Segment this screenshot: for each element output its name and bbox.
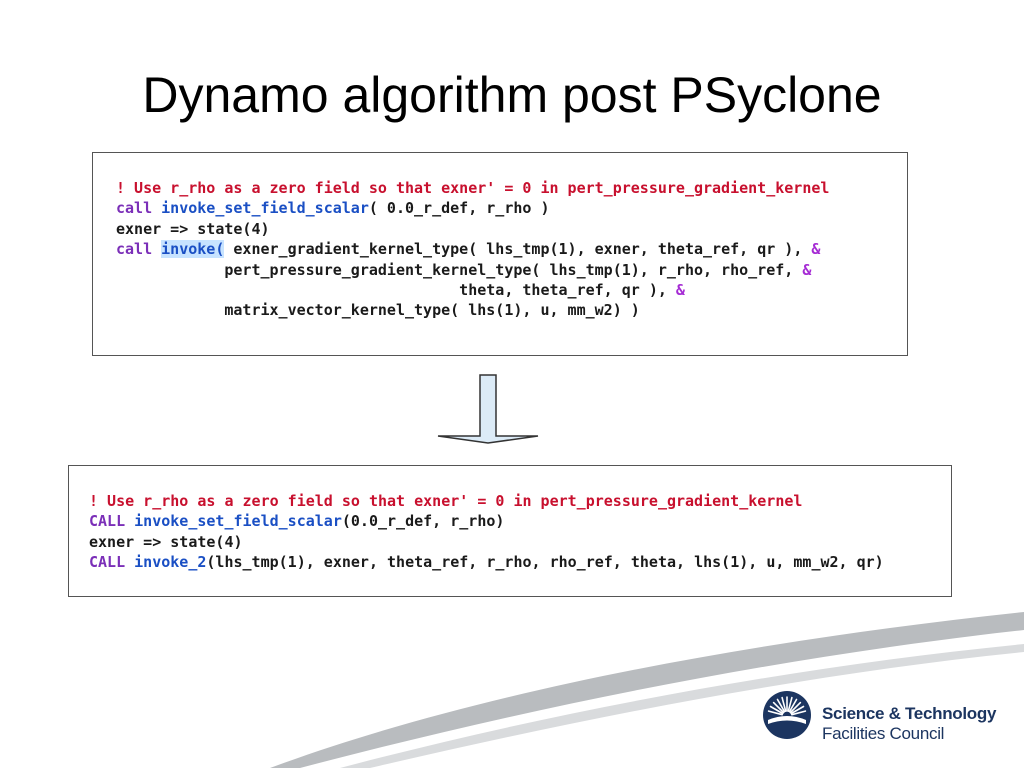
- code-token: CALL: [89, 512, 126, 531]
- code-token: [125, 553, 134, 571]
- code-token: &: [675, 280, 685, 299]
- code-token: ! Use r_rho as a zero field so that exne…: [116, 179, 830, 197]
- decorative-swoosh: [270, 612, 1024, 768]
- code-token: exner => state(4): [116, 219, 270, 238]
- code-token: ! Use r_rho as a zero field so that exne…: [89, 492, 803, 510]
- code-line: theta, theta_ref, qr ), &: [116, 280, 829, 300]
- code-token: pert_pressure_gradient_kernel_type( lhs_…: [116, 260, 803, 279]
- code-token: theta, theta_ref, qr ),: [116, 280, 676, 299]
- code-token: &: [802, 260, 812, 279]
- code-token: CALL: [89, 553, 126, 572]
- stfc-sunburst-icon: [763, 691, 811, 739]
- slide-title: Dynamo algorithm post PSyclone: [142, 67, 882, 123]
- code-line: exner => state(4): [89, 532, 884, 552]
- code-line: exner => state(4): [116, 219, 829, 239]
- code-token: (0.0_r_def, r_rho): [341, 512, 505, 531]
- code-line: matrix_vector_kernel_type( lhs(1), u, mm…: [116, 300, 829, 320]
- code-token: [152, 199, 161, 217]
- code-token: [125, 512, 134, 530]
- code-token: [152, 240, 161, 258]
- code-token: matrix_vector_kernel_type( lhs(1), u, mm…: [116, 301, 640, 320]
- code-line: call invoke( exner_gradient_kernel_type(…: [116, 239, 829, 259]
- code-line: CALL invoke_set_field_scalar(0.0_r_def, …: [89, 511, 884, 531]
- code-line: call invoke_set_field_scalar( 0.0_r_def,…: [116, 198, 829, 218]
- code-token: call: [116, 199, 153, 218]
- code-token: (lhs_tmp(1), exner, theta_ref, r_rho, rh…: [206, 553, 884, 572]
- code-token: invoke_2: [134, 553, 207, 572]
- code-token: call: [116, 240, 153, 259]
- down-arrow-icon: [437, 374, 539, 444]
- code-token: invoke_set_field_scalar: [161, 199, 369, 218]
- code-block: ! Use r_rho as a zero field so that exne…: [89, 491, 884, 573]
- highlighted-token: invoke(: [161, 240, 225, 259]
- code-block: ! Use r_rho as a zero field so that exne…: [116, 178, 829, 321]
- code-token: &: [811, 240, 821, 259]
- code-before-psyclone: ! Use r_rho as a zero field so that exne…: [92, 152, 908, 356]
- logo-line2: Facilities Council: [822, 724, 945, 743]
- code-line: ! Use r_rho as a zero field so that exne…: [89, 491, 884, 511]
- code-line: ! Use r_rho as a zero field so that exne…: [116, 178, 829, 198]
- code-token: invoke_set_field_scalar: [134, 512, 342, 531]
- logo-line1: Science & Technology: [822, 704, 997, 723]
- code-token: exner => state(4): [89, 532, 243, 551]
- code-line: pert_pressure_gradient_kernel_type( lhs_…: [116, 260, 829, 280]
- code-token: ( 0.0_r_def, r_rho ): [368, 199, 550, 218]
- code-after-psyclone: ! Use r_rho as a zero field so that exne…: [68, 465, 952, 597]
- code-token: exner_gradient_kernel_type( lhs_tmp(1), …: [224, 240, 812, 259]
- code-line: CALL invoke_2(lhs_tmp(1), exner, theta_r…: [89, 552, 884, 572]
- stfc-logo: Science & Technology Facilities Council: [762, 690, 1012, 746]
